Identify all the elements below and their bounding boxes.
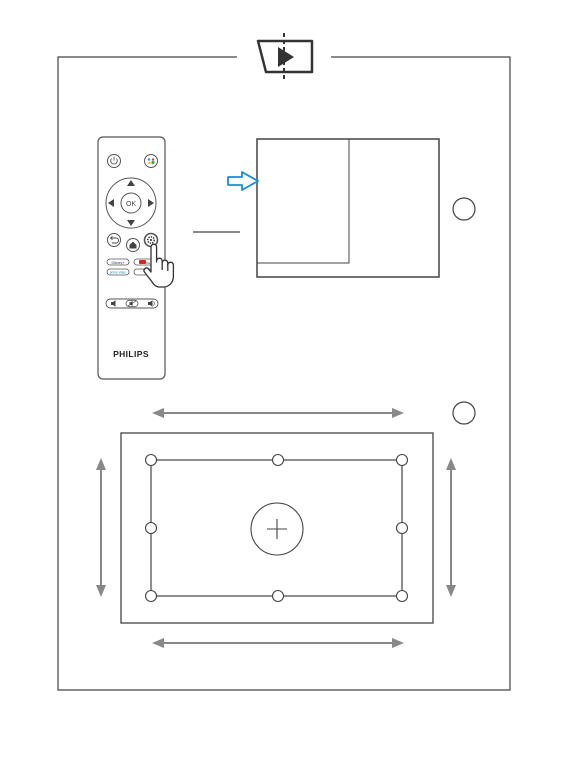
app-label-disney: Disney+ (111, 261, 124, 265)
menu-screen (257, 139, 439, 277)
edge-handle-right (397, 523, 408, 534)
corner-handle-bottom-left (146, 591, 157, 602)
power-icon[interactable] (108, 155, 121, 168)
mute-icon (126, 300, 138, 306)
vertical-arrow-left (96, 458, 106, 597)
google-assistant-icon[interactable] (145, 155, 158, 168)
edge-handle-top (273, 455, 284, 466)
selection-arrow-icon (228, 172, 258, 190)
edge-handle-bottom (273, 591, 284, 602)
edge-handle-left (146, 523, 157, 534)
home-icon[interactable] (127, 239, 140, 252)
app-label-prime: prime video (110, 271, 127, 275)
center-crosshair-icon[interactable] (251, 503, 303, 555)
screen-mirror-play-icon (258, 33, 312, 80)
dpad[interactable]: OK (106, 178, 156, 228)
horizontal-arrow-bottom (152, 638, 404, 648)
volume-bar[interactable] (106, 299, 158, 308)
step-marker-2 (453, 402, 475, 424)
corner-handle-top-right (397, 455, 408, 466)
horizontal-arrow-top (152, 408, 404, 418)
step-marker-1 (453, 198, 475, 220)
back-icon[interactable] (108, 234, 121, 247)
corner-handle-top-left (146, 455, 157, 466)
corner-handle-bottom-right (397, 591, 408, 602)
remote-brand: PHILIPS (113, 349, 149, 359)
vertical-arrow-right (446, 458, 456, 597)
remote-control: OK Disney+ YouTube prime video (98, 137, 173, 379)
ok-label: OK (126, 201, 136, 208)
